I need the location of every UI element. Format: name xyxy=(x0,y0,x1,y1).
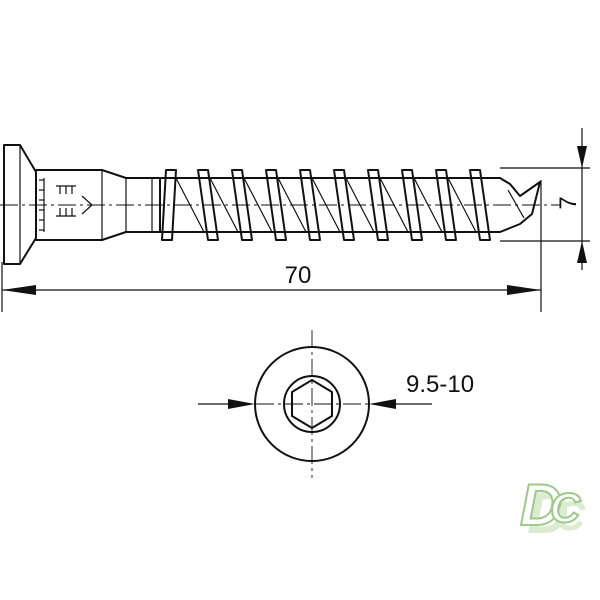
knurl-marks xyxy=(39,178,93,232)
hex-socket xyxy=(291,379,333,429)
logo-letter-d: D xyxy=(520,473,562,538)
length-label: 70 xyxy=(285,262,312,289)
diameter-label: 7 xyxy=(555,196,582,209)
head-diameter-label: 9.5-10 xyxy=(406,371,474,398)
dc-logo: D D C C xyxy=(519,472,586,546)
thread-flights xyxy=(161,169,491,241)
screw-side-view xyxy=(0,144,560,265)
svg-text:C: C xyxy=(555,492,586,539)
length-dimension: 70 xyxy=(1,180,542,312)
logo-letter-c: C xyxy=(550,484,581,531)
screw-end-view: 9.5-10 xyxy=(198,330,474,478)
screw-tip xyxy=(499,177,541,233)
svg-text:D: D xyxy=(527,481,569,546)
recess-circle xyxy=(283,375,341,433)
screw-neck xyxy=(35,169,161,241)
diameter-dimension: 7 xyxy=(500,128,590,270)
